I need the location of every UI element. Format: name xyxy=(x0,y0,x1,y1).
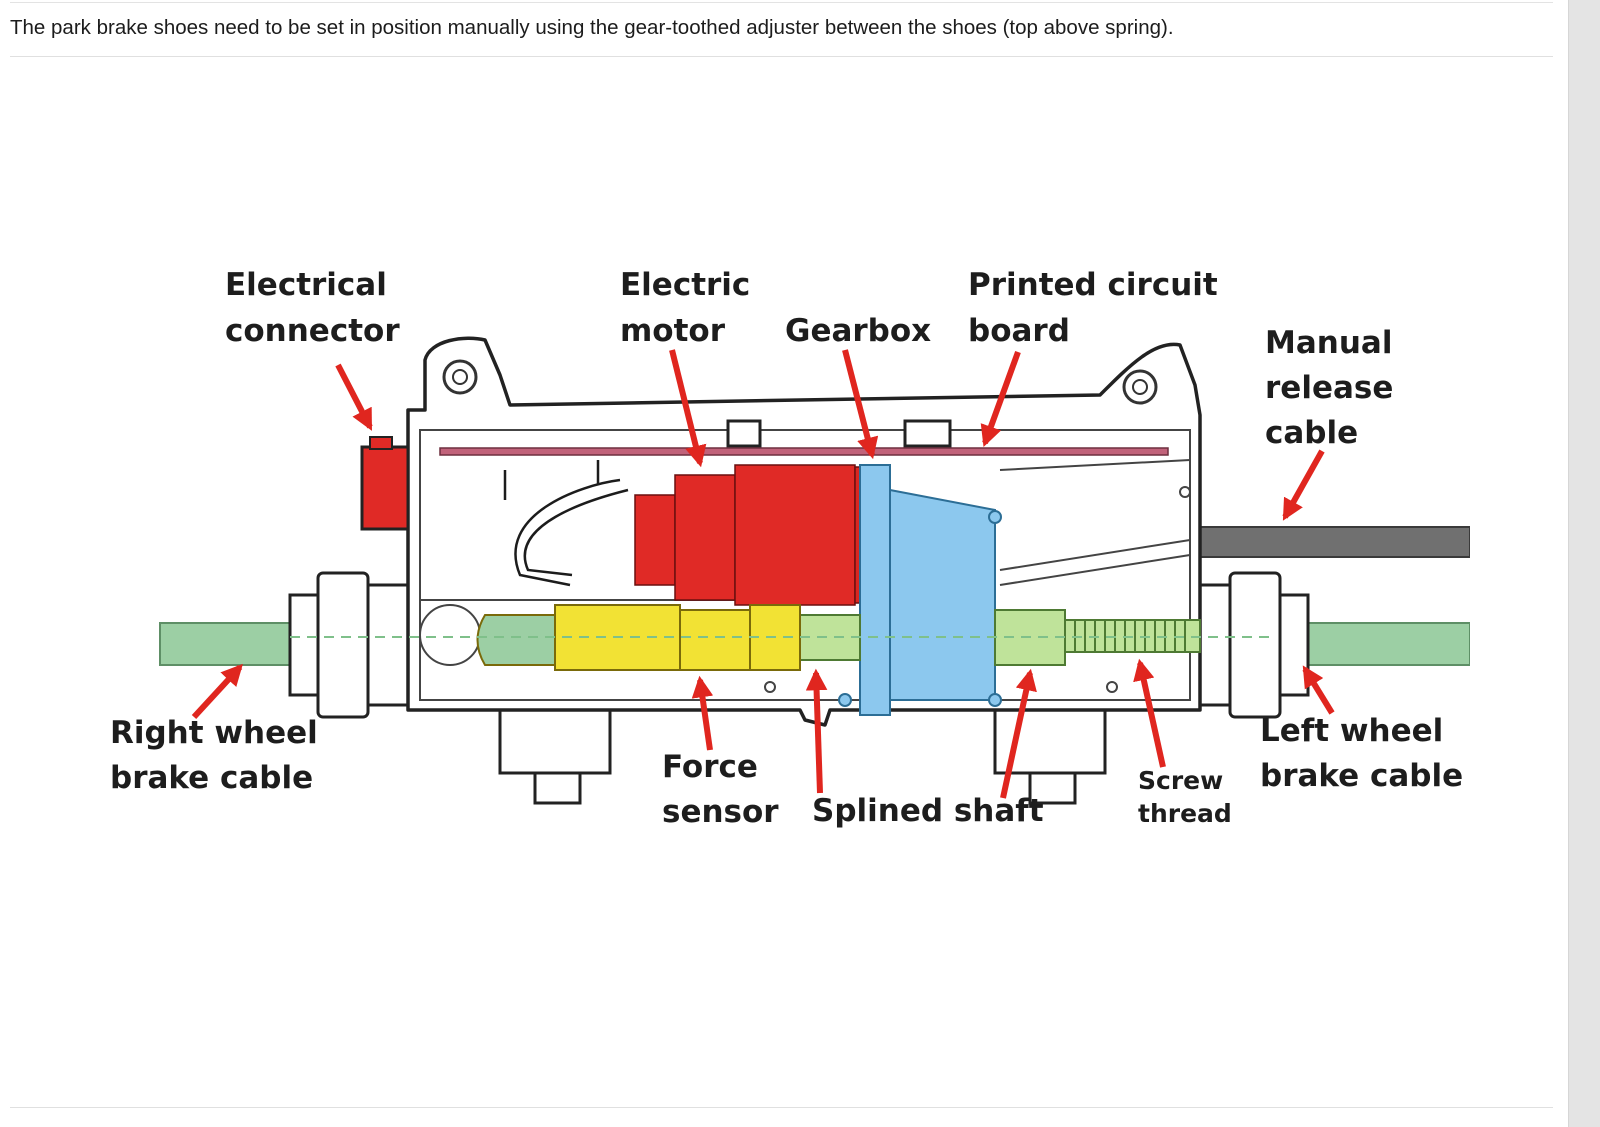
label-right-wheel-brake-cable: Right wheel brake cable xyxy=(110,715,329,796)
parking-brake-actuator-diagram: Electrical connector Electric motor Gear… xyxy=(110,267,1470,830)
divider xyxy=(10,1107,1553,1108)
arrow-manual-release-cable xyxy=(1282,449,1325,521)
label-electrical-connector: Electrical connector xyxy=(225,267,400,349)
right-end-fitting xyxy=(288,571,410,719)
mount-eye-left xyxy=(1122,369,1158,405)
arrow-electric-motor xyxy=(669,349,707,468)
label-force-sensor: Force sensor xyxy=(662,749,779,830)
arrow-right-wheel-cable xyxy=(191,663,243,720)
arrow-force-sensor xyxy=(691,675,714,751)
arrow-electrical-connector xyxy=(335,363,373,431)
arrow-left-wheel-cable xyxy=(1302,665,1335,715)
arrow-pcb xyxy=(980,350,1021,448)
label-printed-circuit-board: Printed circuit board xyxy=(968,267,1229,349)
electrical-connector xyxy=(360,436,410,531)
mount-eye-right xyxy=(442,359,478,395)
divider xyxy=(10,2,1553,3)
label-electric-motor: Electric motor xyxy=(620,267,761,349)
post-caption: The park brake shoes need to be set in p… xyxy=(10,16,1174,39)
label-manual-release-cable: Manual release cable xyxy=(1265,325,1404,451)
arrow-splined-shaft-right xyxy=(805,668,828,794)
arrow-splined-shaft-left xyxy=(1000,668,1037,799)
left-end-fitting xyxy=(1198,571,1310,719)
arrow-gearbox xyxy=(842,349,879,460)
label-arrows xyxy=(191,349,1335,799)
label-left-wheel-brake-cable: Left wheel brake cable xyxy=(1260,713,1463,794)
label-screw-thread: Screw thread xyxy=(1138,766,1232,828)
manual-release-cable xyxy=(1199,526,1470,558)
gearbox xyxy=(838,464,1002,716)
label-gearbox: Gearbox xyxy=(785,313,931,349)
arrow-screw-thread xyxy=(1133,658,1166,768)
divider xyxy=(10,56,1553,57)
housing-tabs xyxy=(726,419,952,448)
printed-circuit-board xyxy=(439,447,1169,456)
label-splined-shaft: Splined shaft xyxy=(812,793,1044,829)
scrollbar-track[interactable] xyxy=(1568,0,1600,1127)
